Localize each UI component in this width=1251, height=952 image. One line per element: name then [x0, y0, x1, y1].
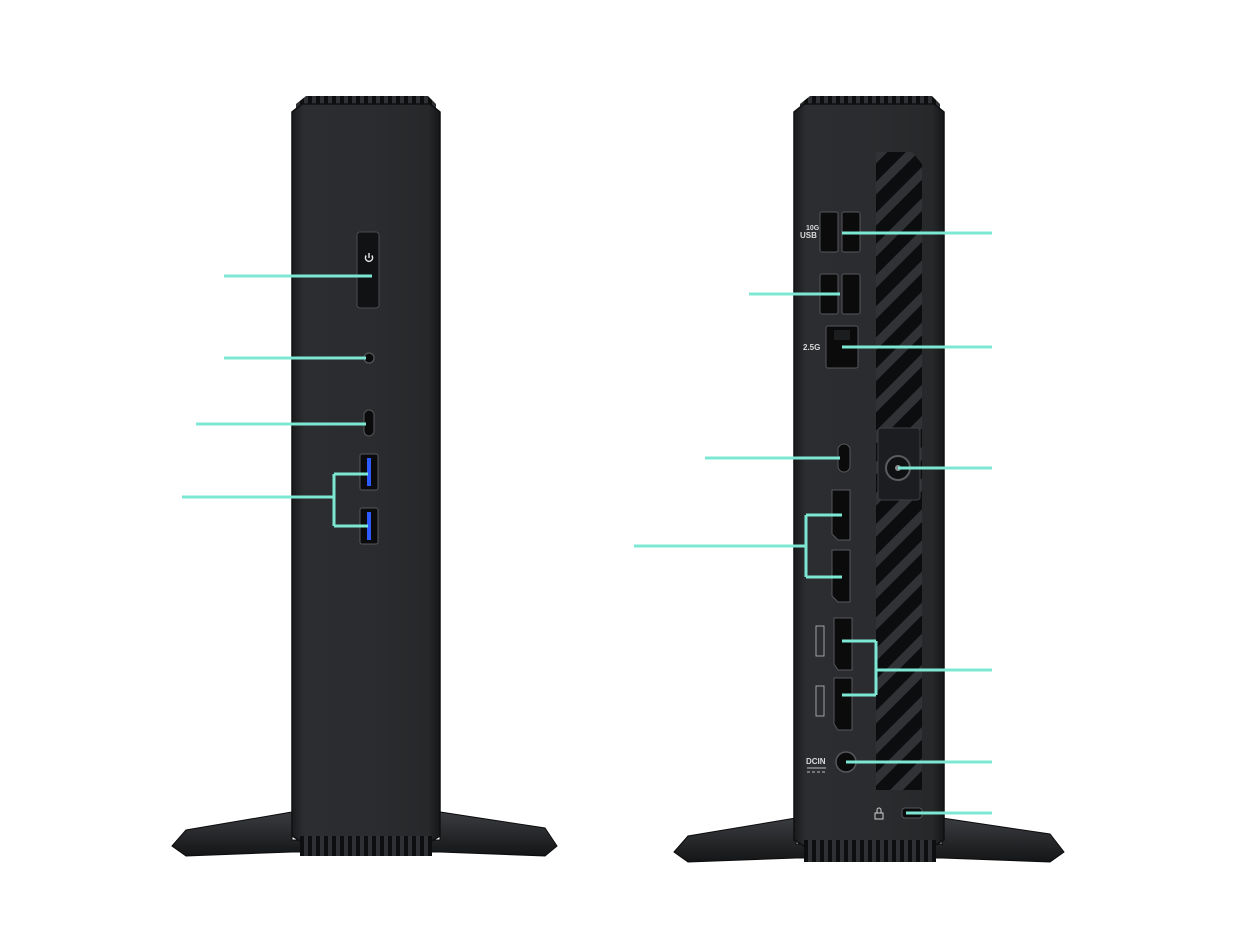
callout-displayport [634, 513, 842, 579]
front-callouts [182, 274, 372, 528]
usb-a-accent [367, 512, 371, 540]
hdmi-label [815, 685, 825, 717]
usb-10g-port[interactable] [819, 211, 839, 253]
lock-icon [874, 807, 884, 820]
lan-speed-label: 2.5G [803, 343, 820, 352]
usb-10g-label-bottom: USB [800, 231, 817, 240]
usb-a-accent [367, 458, 371, 486]
dc-in-label: DCIN [806, 757, 826, 766]
front-view [171, 96, 558, 857]
hdmi-label [815, 625, 825, 657]
callout-usb-a [182, 472, 368, 528]
power-button[interactable] [356, 231, 380, 309]
front-bottom-vent [300, 836, 432, 856]
rear-callouts [634, 231, 992, 815]
power-icon [364, 253, 374, 262]
callout-hdmi [842, 639, 992, 697]
lan-port-clip [834, 330, 850, 340]
hdmi-port[interactable] [833, 617, 853, 671]
hdmi-port[interactable] [833, 677, 853, 731]
rear-bottom-vent [804, 840, 936, 862]
usb-10g-label-top: 10G [806, 225, 820, 232]
usb-2-port[interactable] [841, 273, 861, 315]
rear-view: 10G USB 2.5G DCIN [634, 96, 1065, 863]
